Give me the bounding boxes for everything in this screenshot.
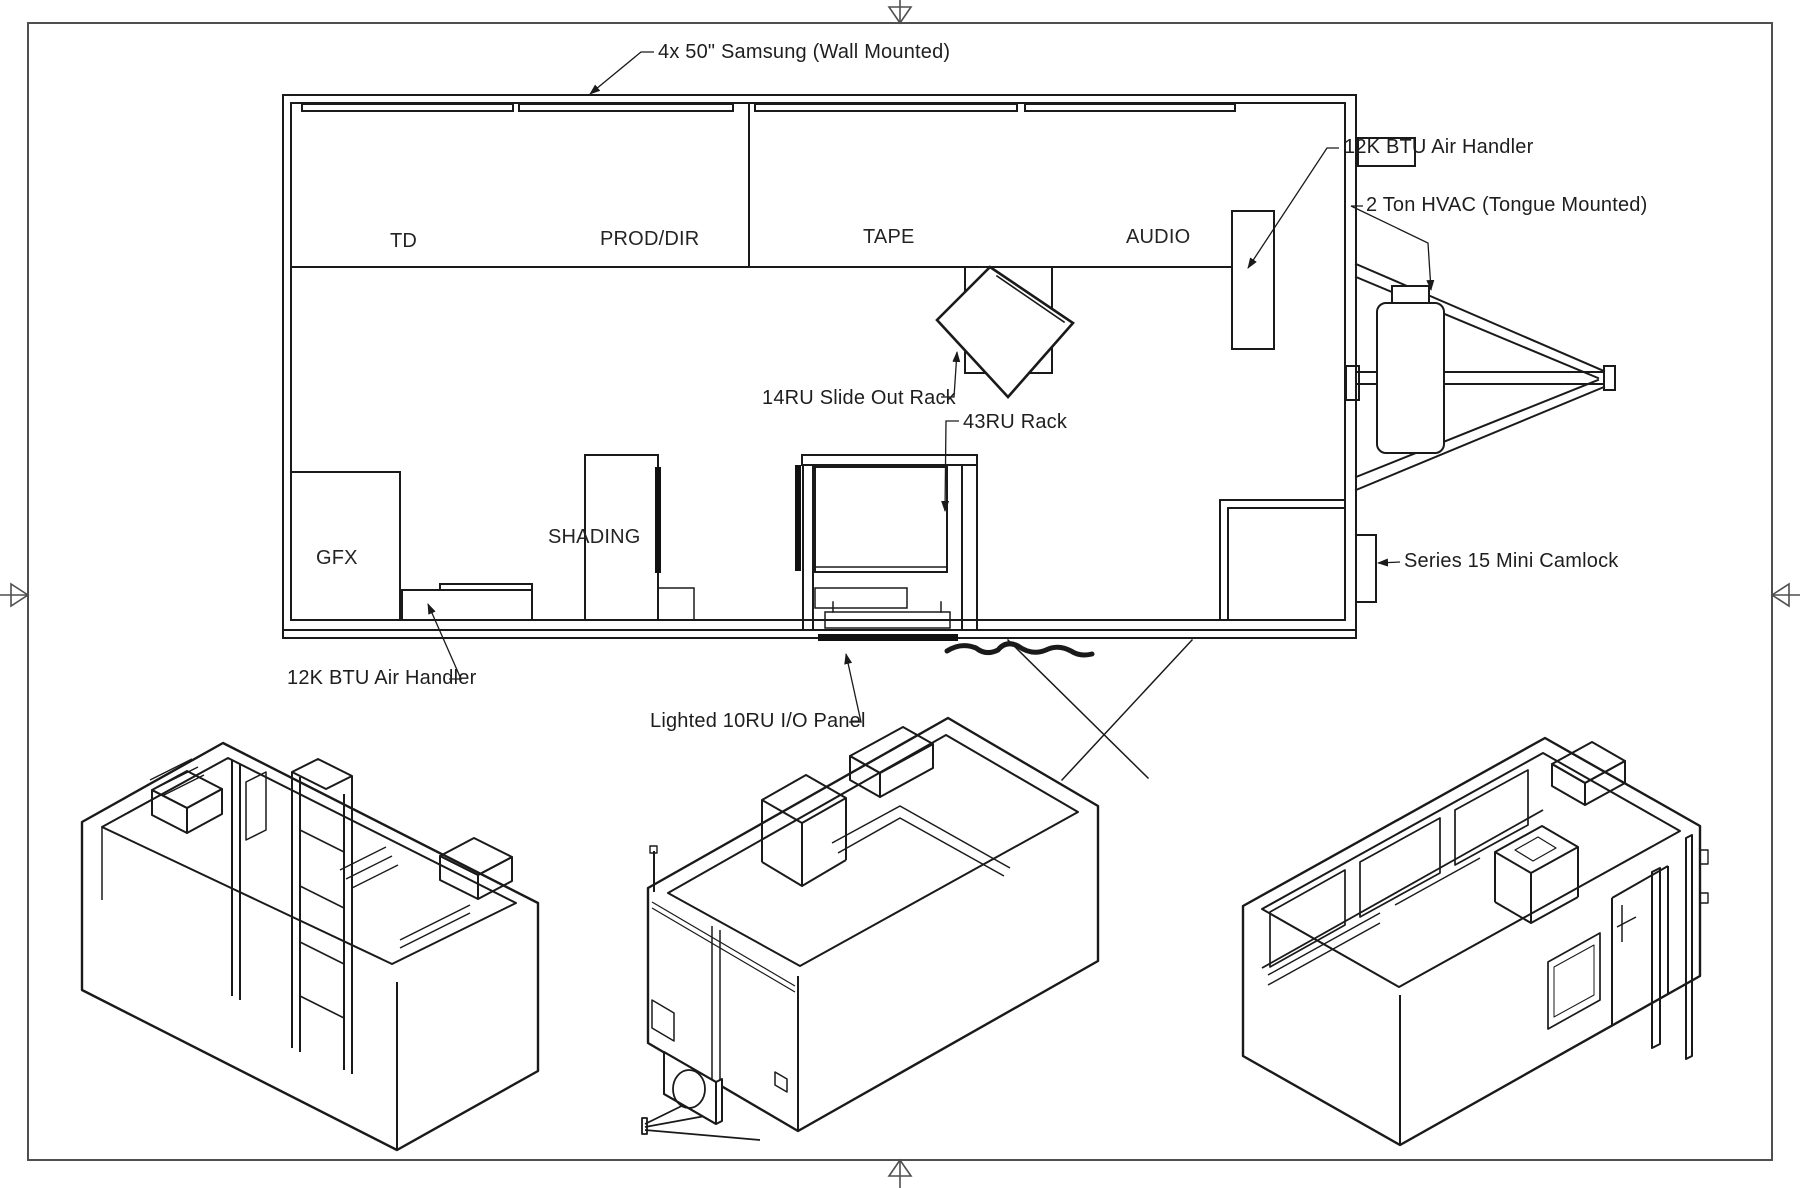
- annotation-camlock: Series 15 Mini Camlock: [1404, 550, 1619, 572]
- leader-io-panel: [844, 653, 862, 723]
- leader-hvac-tongue: [1350, 205, 1435, 291]
- hvac-tongue-unit: [1376, 285, 1445, 454]
- room-label-shading: SHADING: [548, 526, 641, 548]
- iso-view-rear-door: [1241, 736, 1709, 1147]
- room-label-td: TD: [390, 230, 418, 252]
- room-label-prod-dir: PROD/DIR: [600, 228, 700, 250]
- annotation-hvac-tongue: 2 Ton HVAC (Tongue Mounted): [1366, 194, 1648, 216]
- room-label-audio: AUDIO: [1126, 226, 1191, 248]
- air-handler-right-unit: [1231, 210, 1275, 350]
- console-and-dividers: [290, 102, 1233, 268]
- entry-vestibule: [1219, 499, 1346, 621]
- leader-air-handler-left: [427, 603, 462, 680]
- door-handle-icon: [1616, 905, 1637, 942]
- annotation-43ru-rack: 43RU Rack: [963, 411, 1068, 433]
- iso-view-tongue-end: [641, 716, 1100, 1141]
- room-label-tape: TAPE: [863, 226, 915, 248]
- hitch-coupler: [1603, 365, 1616, 391]
- io-panel-strip: [818, 634, 958, 641]
- camlock-panel: [1355, 534, 1377, 603]
- room-label-gfx: GFX: [316, 547, 358, 569]
- door-swing-lines: [1006, 638, 1194, 782]
- leader-air-handler-right: [1247, 147, 1339, 269]
- rack-bay-43ru: [795, 454, 978, 631]
- gfx-room: [290, 471, 401, 621]
- annotation-samsung-monitors: 4x 50" Samsung (Wall Mounted): [658, 41, 951, 63]
- floor-plan: [282, 94, 1616, 782]
- leader-samsung: [589, 51, 654, 95]
- annotation-slide-rack: 14RU Slide Out Rack: [762, 387, 956, 409]
- slide-out-rack: [935, 265, 1075, 399]
- air-handler-left-unit: [401, 583, 533, 621]
- trailer-walls: [282, 94, 1357, 639]
- exterior-connection-box: [1357, 137, 1416, 167]
- leader-camlock: [1377, 558, 1401, 567]
- leader-lines: [427, 51, 1435, 723]
- leader-43ru-rack: [941, 420, 959, 512]
- iso-view-front-left: [80, 741, 540, 1152]
- cable-bundle: [944, 641, 1095, 658]
- annotation-io-panel: Lighted 10RU I/O Panel: [650, 710, 866, 732]
- shading-desk: [584, 454, 695, 621]
- wall-monitors: [301, 103, 1236, 112]
- leader-slide-rack: [941, 351, 961, 398]
- annotation-air-handler-right: 12K BTU Air Handler: [1344, 136, 1534, 158]
- annotation-air-handler-left: 12K BTU Air Handler: [287, 667, 477, 689]
